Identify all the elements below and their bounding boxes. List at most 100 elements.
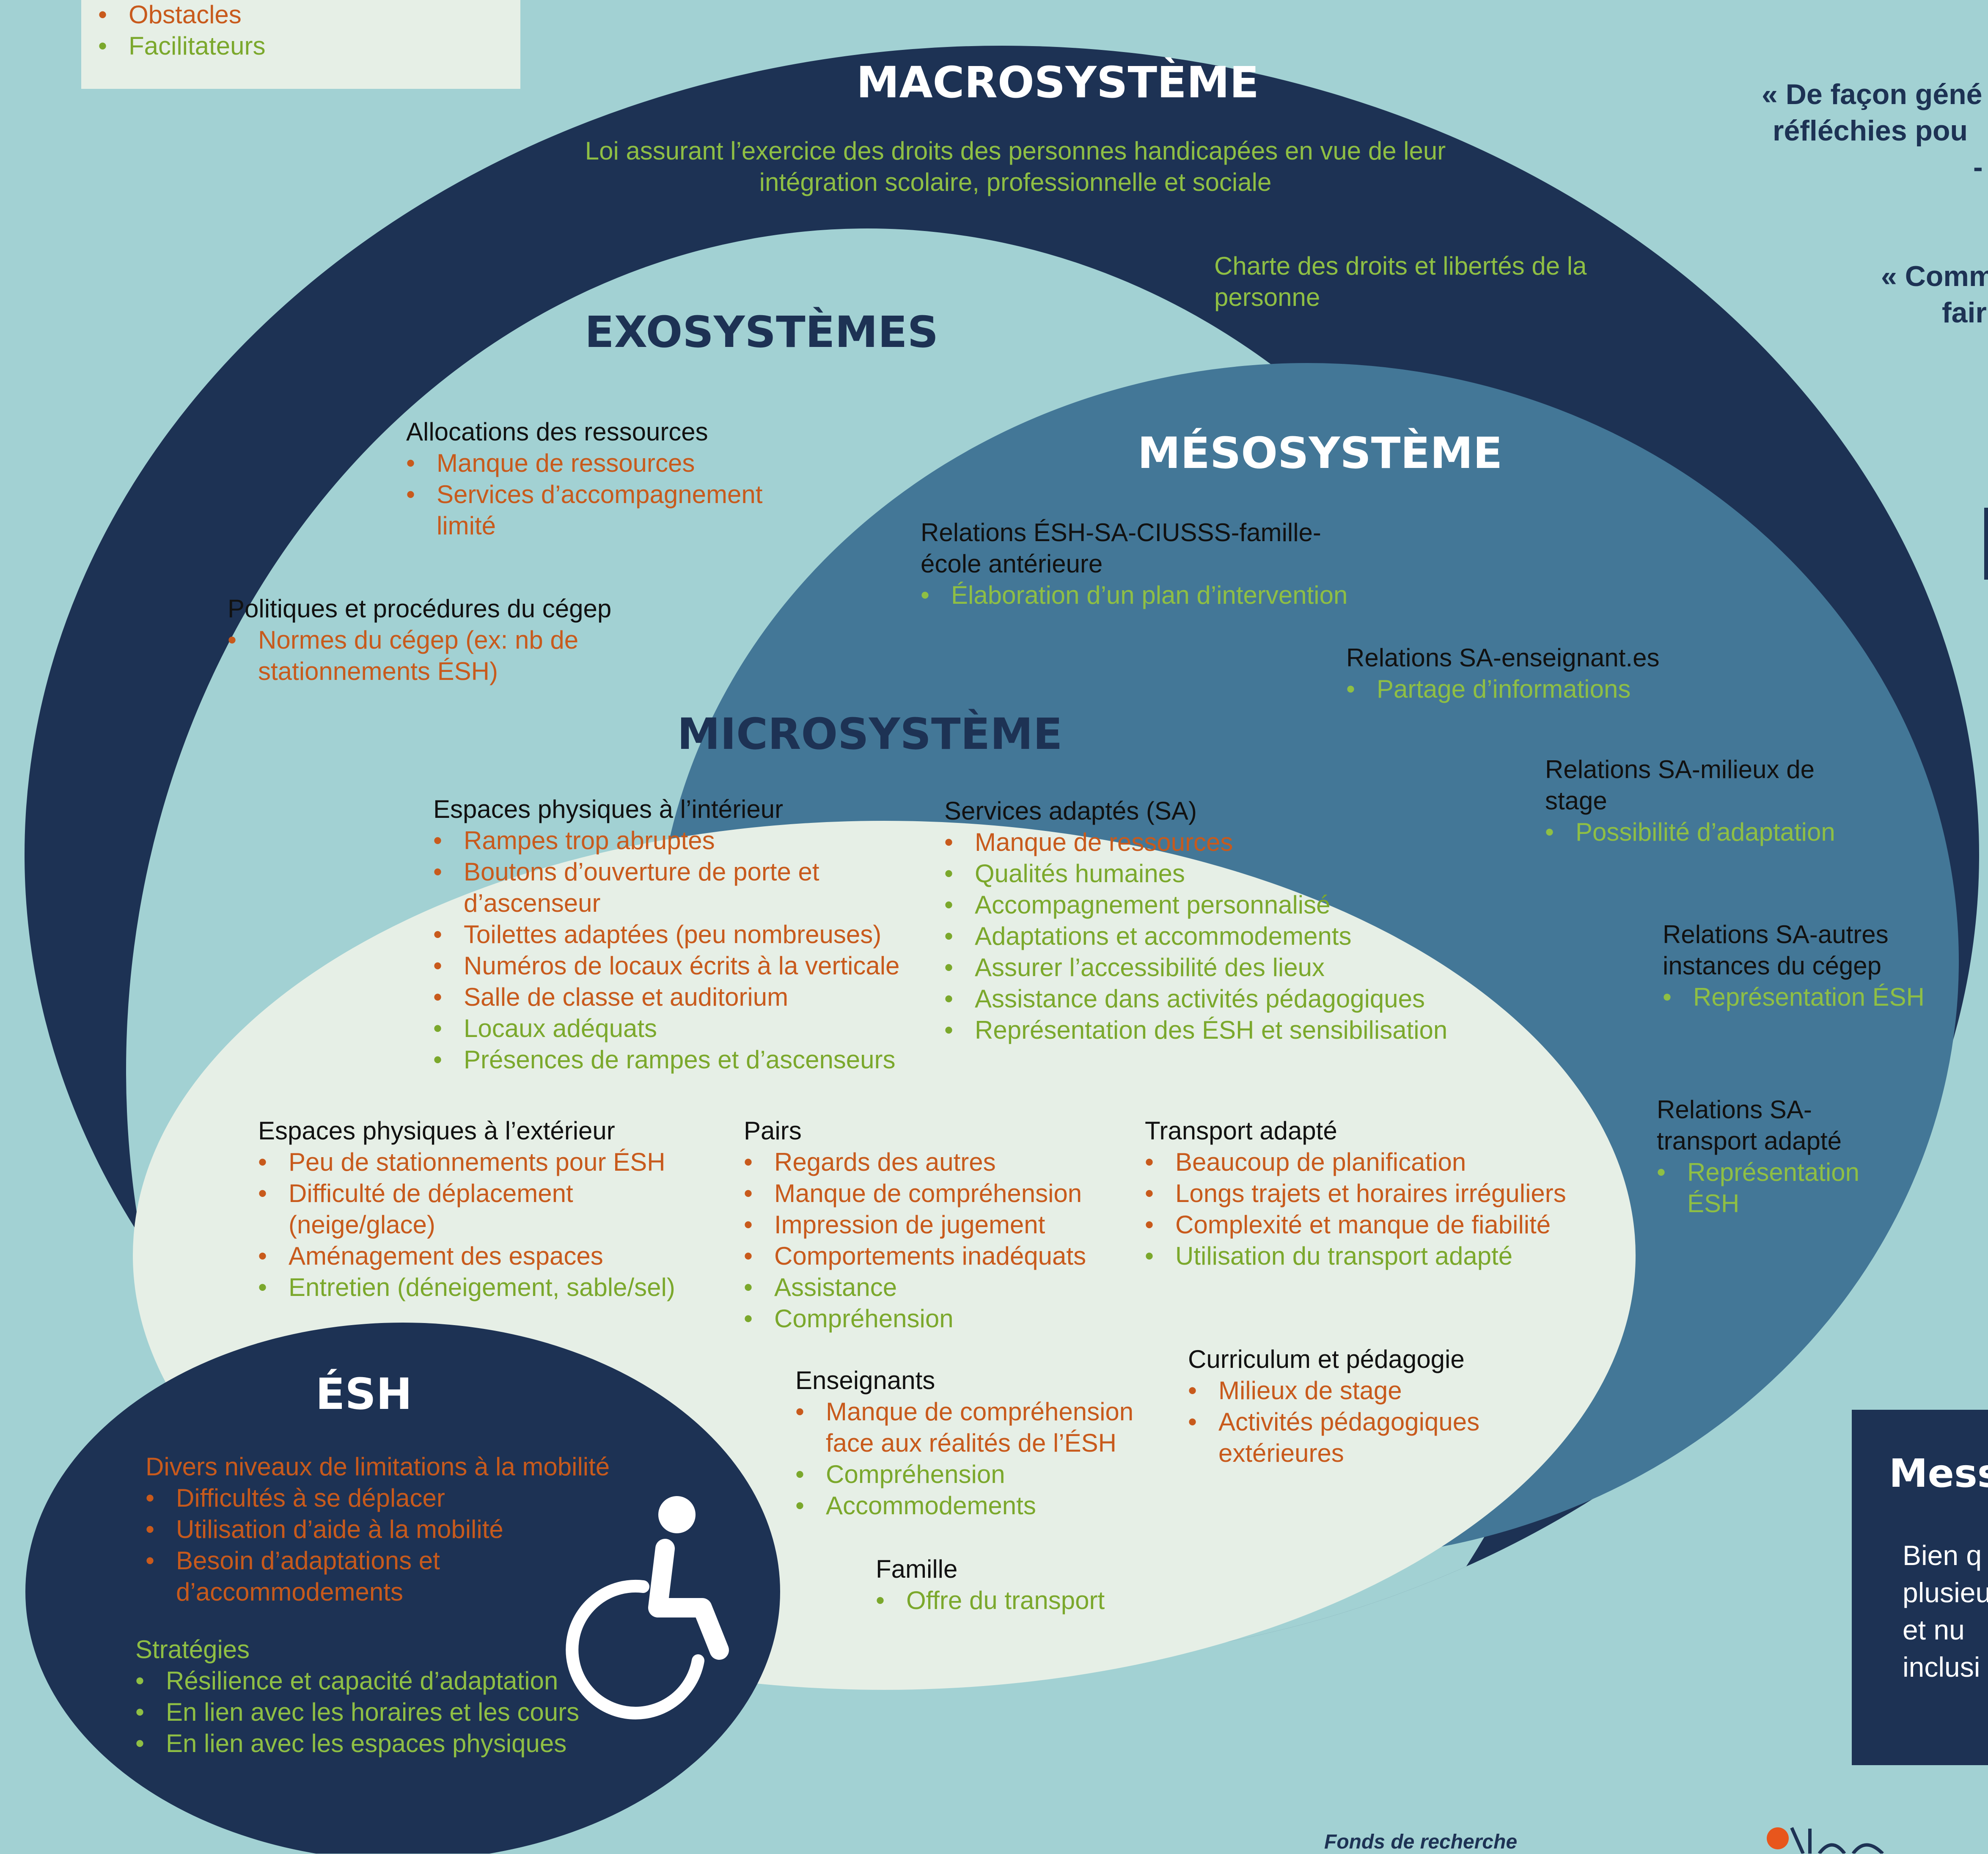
exosystemes-title: EXOSYSTÈMES	[584, 307, 939, 358]
micro-services-heading: Services adaptés (SA)	[944, 797, 1197, 825]
esh-title: ÉSH	[315, 1369, 412, 1419]
micro-enseignants-facilitateur: Accommodements	[795, 1490, 1159, 1521]
meso-rel5: Relations SA-transport adapté Représenta…	[1657, 1094, 1877, 1219]
micro-services: Services adaptés (SA) Manque de ressourc…	[944, 795, 1494, 1046]
message-line: et nu	[1903, 1614, 1965, 1645]
esh-limitations-item: Difficultés à se déplacer	[146, 1483, 526, 1514]
micro-enseignants: Enseignants Manque de compréhension face…	[795, 1365, 1176, 1521]
meso-rel1-item: Élaboration d’un plan d’intervention	[921, 580, 1428, 611]
meso-rel4-heading: Relations SA-autres instances du cégep	[1663, 920, 1889, 980]
quote-2-line-2: fair	[1942, 297, 1987, 329]
micro-transport-obstacle: Longs trajets et horaires irréguliers	[1145, 1178, 1619, 1209]
mesosysteme-title: MÉSOSYSTÈME	[1137, 428, 1503, 479]
micro-famille-heading: Famille	[876, 1555, 958, 1583]
micro-transport-obstacle: Complexité et manque de fiabilité	[1145, 1209, 1619, 1241]
micro-services-facilitateur: Assurer l’accessibilité des lieux	[944, 952, 1494, 983]
footer-funder: Fonds de recherche	[1324, 1831, 1518, 1853]
exo-allocations-item: Services d’accompagnement limité	[406, 479, 787, 542]
micro-exterieur: Espaces physiques à l’extérieur Peu de s…	[258, 1115, 723, 1303]
macrosysteme-law: Loi assurant l’exercice des droits des p…	[585, 137, 1446, 196]
micro-services-facilitateur: Adaptations et accommodements	[944, 921, 1494, 952]
quote-1-line-1: « De façon géné	[1762, 78, 1983, 110]
micro-enseignants-obstacle: Manque de compréhension face aux réalité…	[795, 1396, 1159, 1459]
quote-1-line-3: -	[1973, 151, 1983, 183]
micro-interieur-obstacle: Boutons d’ouverture de porte et d’ascens…	[433, 856, 870, 919]
meso-rel4: Relations SA-autres instances du cégep R…	[1663, 919, 1950, 1013]
exo-allocations-item: Manque de ressources	[406, 448, 787, 479]
micro-pairs-facilitateur: Assistance	[744, 1272, 1150, 1303]
micro-services-facilitateur: Accompagnement personnalisé	[944, 889, 1494, 921]
meso-rel5-heading: Relations SA-transport adapté	[1657, 1095, 1842, 1155]
meso-rel1: Relations ÉSH-SA-CIUSSS-famille-école an…	[921, 517, 1365, 611]
esh-strategies-item: Résilience et capacité d’adaptation	[135, 1665, 643, 1697]
exo-politiques: Politiques et procédures du cégep Normes…	[228, 593, 651, 687]
exo-politiques-heading: Politiques et procédures du cégep	[228, 594, 612, 623]
esh-limitations-item: Utilisation d’aide à la mobilité	[146, 1514, 526, 1545]
macrosysteme-title: MACROSYSTÈME	[856, 58, 1259, 108]
micro-pairs-obstacle: Regards des autres	[744, 1147, 1150, 1178]
micro-interieur-obstacle: Salle de classe et auditorium	[433, 982, 924, 1013]
micro-transport-facilitateur: Utilisation du transport adapté	[1145, 1241, 1619, 1272]
esh-strategies: Stratégies Résilience et capacité d’adap…	[135, 1634, 643, 1759]
micro-exterieur-facilitateur: Entretien (déneigement, sable/sel)	[258, 1272, 723, 1303]
macrosysteme-charter: Charte des droits et libertés de la pers…	[1214, 252, 1587, 311]
esh-limitations: Divers niveaux de limitations à la mobil…	[146, 1451, 653, 1608]
message-line: inclusi	[1903, 1651, 1980, 1683]
microsysteme-title: MICROSYSTÈME	[677, 709, 1063, 759]
micro-transport-obstacle: Beaucoup de planification	[1145, 1147, 1619, 1178]
micro-exterieur-heading: Espaces physiques à l’extérieur	[258, 1117, 615, 1145]
esh-limitations-item: Besoin d’adaptations et d’accommodements	[146, 1545, 481, 1608]
exo-allocations-heading: Allocations des ressources	[406, 418, 708, 446]
right-panel-divider	[1984, 508, 1988, 580]
micro-transport-heading: Transport adapté	[1145, 1117, 1337, 1145]
micro-famille: Famille Offre du transport	[876, 1554, 1214, 1616]
micro-interieur-obstacle: Numéros de locaux écrits à la verticale	[433, 950, 924, 982]
micro-transport: Transport adapté Beaucoup de planificati…	[1145, 1115, 1619, 1272]
micro-pairs-obstacle: Manque de compréhension	[744, 1178, 1150, 1209]
meso-rel2: Relations SA-enseignant.es Partage d’inf…	[1346, 642, 1727, 705]
meso-rel3-item: Possibilité d’adaptation	[1545, 817, 1884, 848]
legend-box: Obstacles Facilitateurs	[81, 0, 520, 89]
message-title: Mess	[1889, 1451, 1988, 1496]
micro-exterieur-obstacle: Peu de stationnements pour ÉSH	[258, 1147, 723, 1178]
message-line: Bien q	[1903, 1540, 1982, 1571]
micro-pairs: Pairs Regards des autres Manque de compr…	[744, 1115, 1150, 1334]
micro-interieur-obstacle: Toilettes adaptées (peu nombreuses)	[433, 919, 924, 950]
micro-curriculum-obstacle: Activités pédagogiques extérieures	[1188, 1406, 1501, 1469]
meso-rel4-item: Représentation ÉSH	[1663, 982, 1967, 1013]
micro-interieur-facilitateur: Présences de rampes et d’ascenseurs	[433, 1044, 924, 1076]
micro-services-facilitateur: Représentation des ÉSH et sensibilisatio…	[944, 1015, 1494, 1046]
micro-pairs-obstacle: Comportements inadéquats	[744, 1241, 1150, 1272]
meso-rel2-item: Partage d’informations	[1346, 674, 1727, 705]
esh-strategies-item: En lien avec les espaces physiques	[135, 1728, 643, 1759]
meso-rel1-heading: Relations ÉSH-SA-CIUSSS-famille-école an…	[921, 518, 1321, 578]
micro-exterieur-obstacle: Difficulté de déplacement (neige/glace)	[258, 1178, 627, 1241]
meso-rel3: Relations SA-milieux de stage Possibilit…	[1545, 754, 1841, 848]
micro-curriculum: Curriculum et pédagogie Milieux de stage…	[1188, 1344, 1569, 1469]
esh-limitations-heading: Divers niveaux de limitations à la mobil…	[146, 1452, 610, 1481]
micro-services-facilitateur: Assistance dans activités pédagogiques	[944, 983, 1494, 1015]
partner-logo	[1767, 1827, 1884, 1854]
esh-strategies-item: En lien avec les horaires et les cours	[135, 1697, 643, 1728]
micro-famille-facilitateur: Offre du transport	[876, 1585, 1214, 1616]
micro-interieur: Espaces physiques à l’intérieur Rampes t…	[433, 794, 941, 1076]
legend-facilitateurs: Facilitateurs	[98, 30, 513, 62]
message-body: Bien q plusieu et nu inclusi	[1903, 1537, 1988, 1686]
micro-pairs-facilitateur: Compréhension	[744, 1303, 1150, 1334]
exo-allocations: Allocations des ressources Manque de res…	[406, 416, 787, 542]
micro-enseignants-facilitateur: Compréhension	[795, 1459, 1159, 1490]
quote-1-line-2: réfléchies pou	[1773, 115, 1968, 147]
micro-curriculum-obstacle: Milieux de stage	[1188, 1375, 1501, 1406]
legend-obstacles: Obstacles	[98, 0, 513, 30]
micro-interieur-facilitateur: Locaux adéquats	[433, 1013, 924, 1044]
micro-interieur-obstacle: Rampes trop abruptes	[433, 825, 924, 856]
esh-strategies-heading: Stratégies	[135, 1635, 250, 1664]
exo-politiques-item: Normes du cégep (ex: nb de stationnement…	[228, 624, 608, 687]
micro-pairs-heading: Pairs	[744, 1117, 802, 1145]
micro-exterieur-obstacle: Aménagement des espaces	[258, 1241, 723, 1272]
quote-2-line-1: « Comm	[1881, 260, 1988, 292]
meso-rel2-heading: Relations SA-enseignant.es	[1346, 644, 1660, 672]
message-line: plusieu	[1903, 1577, 1988, 1608]
micro-curriculum-heading: Curriculum et pédagogie	[1188, 1345, 1465, 1373]
